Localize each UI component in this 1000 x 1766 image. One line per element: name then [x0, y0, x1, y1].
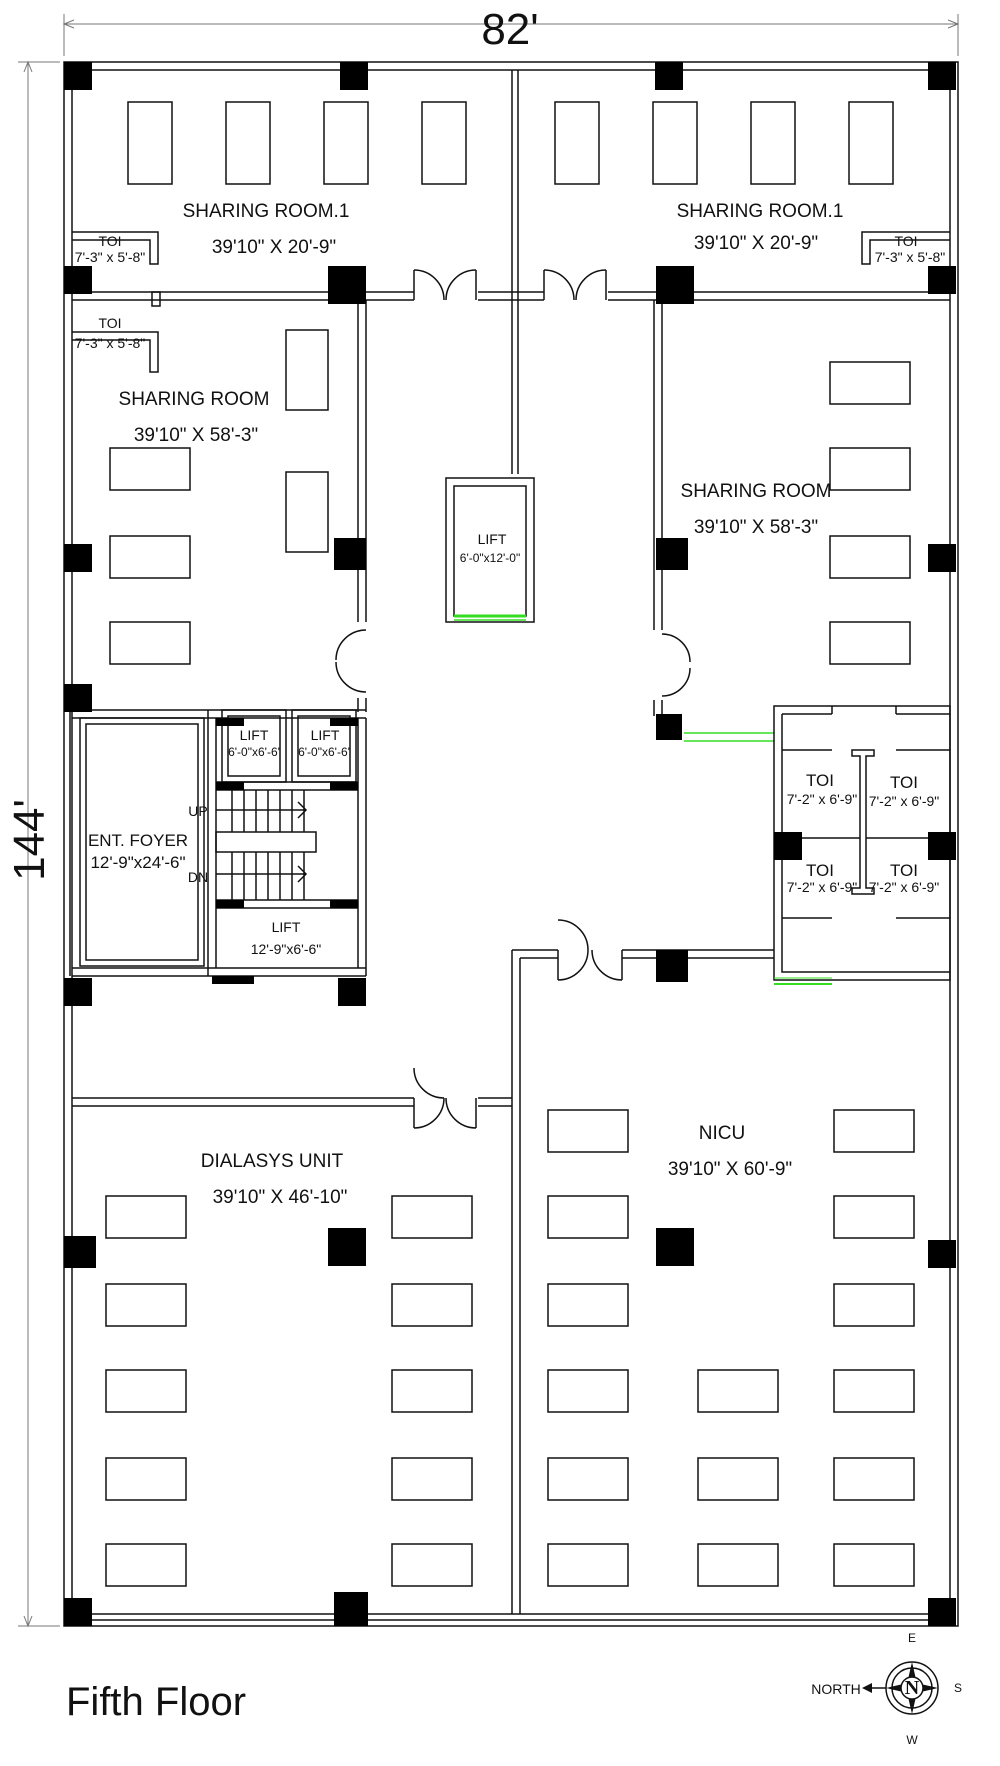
center-lift-name: LIFT — [477, 531, 507, 547]
nicu-name: NICU — [698, 1123, 746, 1144]
dimension-lines — [18, 14, 960, 1628]
dialysis-unit-name: DIALASYS UNIT — [200, 1151, 344, 1172]
dialysis-beds — [105, 1195, 473, 1587]
lift-b-size: 6'-0"x6'-6' — [298, 745, 350, 759]
sharing-room-left-name: SHARING ROOM — [118, 389, 270, 410]
compass-s-label: S — [953, 1681, 963, 1695]
toilet-r2-size: 7'-2" x 6'-9" — [868, 793, 940, 809]
sharing-room1-right-name: SHARING ROOM.1 — [676, 201, 844, 222]
dialysis-unit-size: 39'10" X 46'-10" — [212, 1187, 348, 1208]
center-lift-size: 6'-0"x12'-0" — [459, 551, 521, 565]
floor-title: Fifth Floor — [66, 1680, 247, 1724]
toilet-ml-size: 7'-3" x 5'-8" — [74, 335, 146, 351]
sharing-room-left-size: 39'10" X 58'-3" — [133, 425, 259, 446]
toilet-tl-size: 7'-3" x 5'-8" — [74, 249, 146, 265]
compass-n-label: N — [904, 1677, 920, 1699]
lift-a-name: LIFT — [239, 727, 269, 743]
toilet-r4-name: TOI — [889, 861, 919, 880]
nicu-beds — [547, 1109, 915, 1587]
compass-w-label: W — [906, 1733, 918, 1747]
toilet-r4-size: 7'-2" x 6'-9" — [868, 879, 940, 895]
toilet-tl-name: TOI — [98, 233, 122, 249]
toilet-tr-size: 7'-3" x 5'-8" — [874, 249, 946, 265]
sharing-room1-left-name: SHARING ROOM.1 — [182, 201, 350, 222]
sharing-room1-left-size: 39'10" X 20'-9" — [211, 237, 337, 258]
toilet-r1-size: 7'-2" x 6'-9" — [786, 791, 858, 807]
toilet-tr-name: TOI — [894, 233, 918, 249]
right-sharing-room-walls — [653, 300, 911, 742]
core-walls — [69, 709, 367, 977]
structural-columns — [64, 62, 956, 1626]
compass-north-label: NORTH — [811, 1681, 861, 1697]
foyer-name: ENT. FOYER — [87, 831, 189, 850]
toilet-r1-name: TOI — [805, 771, 835, 790]
center-lift-shaft — [445, 477, 535, 623]
stair-down-label: DN — [187, 869, 209, 885]
overall-width: 82' — [481, 5, 539, 54]
left-sharing-room-walls — [72, 300, 367, 719]
foyer-size: 12'-9"x24'-6" — [90, 853, 186, 872]
lift-c-name: LIFT — [271, 919, 301, 935]
sharing-room-right-name: SHARING ROOM — [680, 481, 832, 502]
nicu-size: 39'10" X 60'-9" — [667, 1159, 793, 1180]
lift-a-size: 6'-0"x6'-6' — [228, 745, 280, 759]
lower-walls — [72, 919, 774, 1614]
top-rooms-walls — [72, 70, 950, 474]
toilet-r2-name: TOI — [889, 773, 919, 792]
lift-b-name: LIFT — [310, 727, 340, 743]
toilet-r3-name: TOI — [805, 861, 835, 880]
toilet-ml-name: TOI — [98, 315, 122, 331]
stair-up-label: UP — [188, 803, 208, 819]
compass-rose-icon — [862, 1661, 939, 1715]
sharing-room-right-size: 39'10" X 58'-3" — [693, 517, 819, 538]
sharing-room1-right-size: 39'10" X 20'-9" — [693, 233, 819, 254]
lift-c-size: 12'-9"x6'-6" — [250, 941, 322, 957]
toilet-r3-size: 7'-2" x 6'-9" — [786, 879, 858, 895]
compass-e-label: E — [907, 1631, 917, 1645]
overall-length: 144' — [5, 799, 54, 881]
